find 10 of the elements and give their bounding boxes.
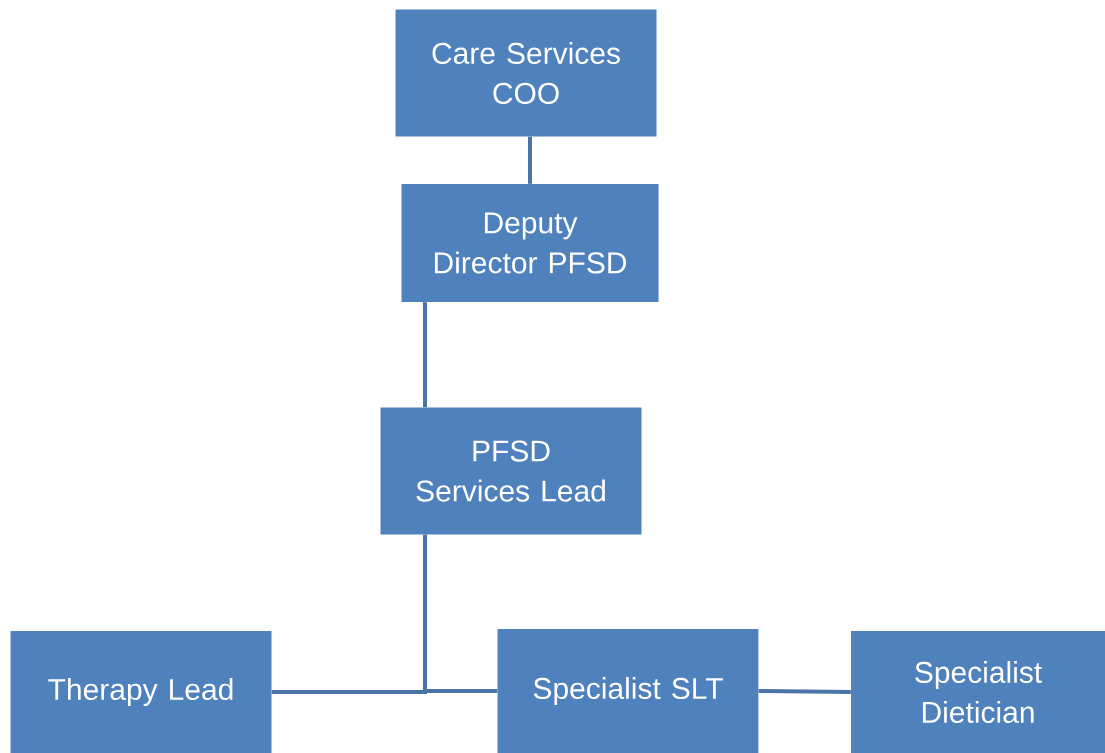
org-box: Therapy Lead — [10, 631, 272, 753]
org-box: Deputy Director PFSD — [401, 184, 659, 302]
org-box: Specialist Dietician — [851, 631, 1105, 753]
org-box: PFSD Services Lead — [380, 407, 642, 535]
connector-line — [758, 689, 851, 694]
org-box: Specialist SLT — [497, 629, 759, 753]
connector-line — [528, 136, 532, 184]
connector-line — [423, 302, 427, 408]
connector-line — [423, 534, 498, 693]
org-box: Care Services COO — [395, 9, 657, 137]
